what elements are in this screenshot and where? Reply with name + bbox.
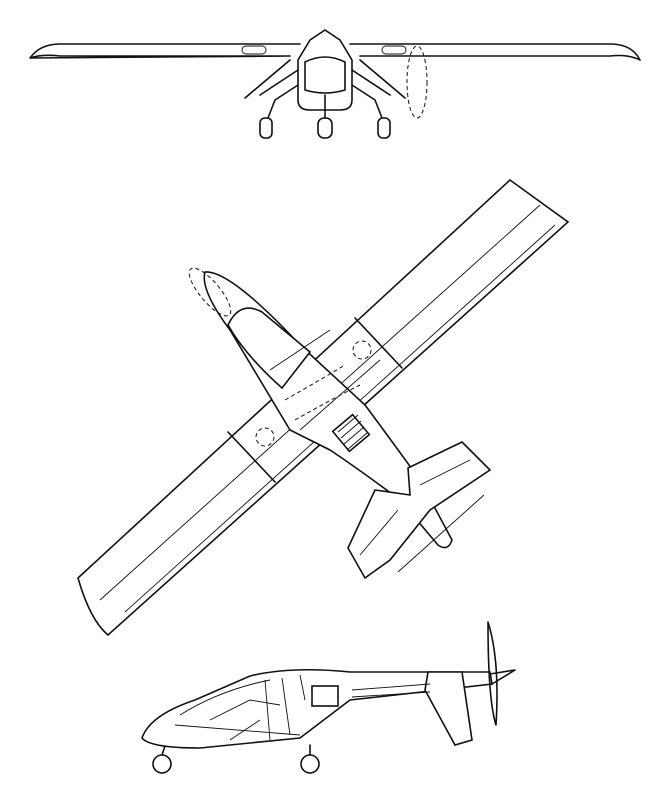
side-tail-fin [424,671,473,746]
top-wing-hatch-right [352,340,372,360]
front-canopy [304,56,346,94]
side-wheel-nose [152,754,172,774]
front-view [29,29,641,139]
front-wheel-center [317,117,333,139]
top-view [77,178,570,637]
top-wing-hatch-left [255,427,275,447]
side-tail-boom [351,683,431,698]
front-strut-right [351,59,406,119]
top-grille-lines [337,414,368,451]
side-gear-legs [161,744,311,756]
side-spinner [489,669,516,685]
top-wing-rib-right [354,317,403,369]
front-propeller-disc [406,45,428,119]
front-wheel-left [259,117,273,139]
top-tail-hinge [359,459,471,556]
top-radiator-grille [331,413,371,453]
top-horizontal-tail [347,441,492,580]
side-view [141,621,516,774]
front-wing-pod-right [381,45,407,55]
front-wheel-right [377,117,391,139]
side-propeller [487,621,498,726]
front-strut-left [244,59,299,119]
side-wheel-main [300,754,320,774]
front-fuselage [297,29,353,111]
side-canopy [174,679,301,736]
top-canopy [227,307,312,390]
top-engine-dashes [284,364,361,421]
side-engine [311,685,339,707]
top-dimension-line [397,494,485,573]
side-internal-structure [209,674,306,741]
front-wing [29,43,641,61]
side-fuselage [141,668,493,749]
top-propeller-disc [188,267,232,317]
front-wing-pod-left [241,45,267,55]
top-wing-rib-left [227,431,276,483]
